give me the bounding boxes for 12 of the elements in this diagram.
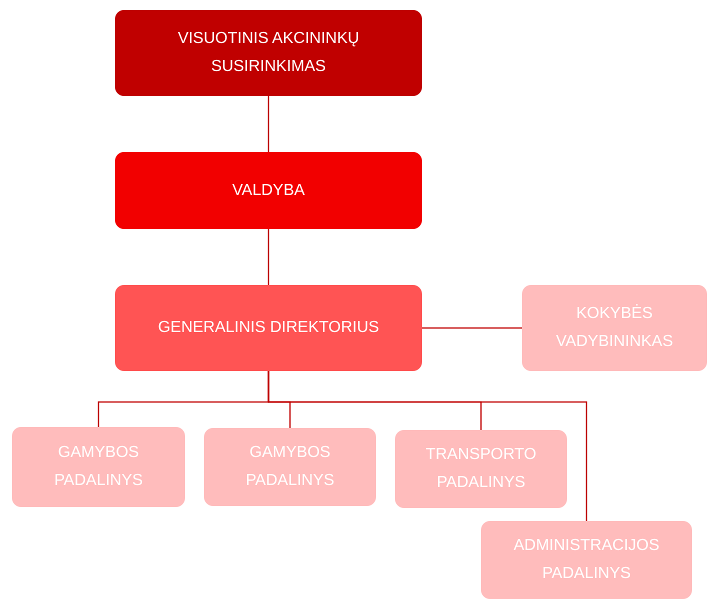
connector-line — [268, 371, 588, 521]
connector-line — [268, 96, 270, 152]
org-unit-box: GAMYBOS PADALINYS — [12, 427, 185, 507]
org-unit-box: VISUOTINIS AKCININKŲ SUSIRINKIMAS — [115, 10, 422, 96]
org-unit-box: VALDYBA — [115, 152, 422, 229]
org-unit-box: KOKYBĖS VADYBININKAS — [522, 285, 707, 371]
connector-line — [268, 229, 270, 285]
org-unit-box: GAMYBOS PADALINYS — [204, 428, 376, 506]
org-unit-box: GENERALINIS DIREKTORIUS — [115, 285, 422, 371]
connector-line — [422, 327, 522, 329]
org-unit-box: TRANSPORTO PADALINYS — [395, 430, 567, 508]
org-unit-box: ADMINISTRACIJOS PADALINYS — [481, 521, 692, 599]
